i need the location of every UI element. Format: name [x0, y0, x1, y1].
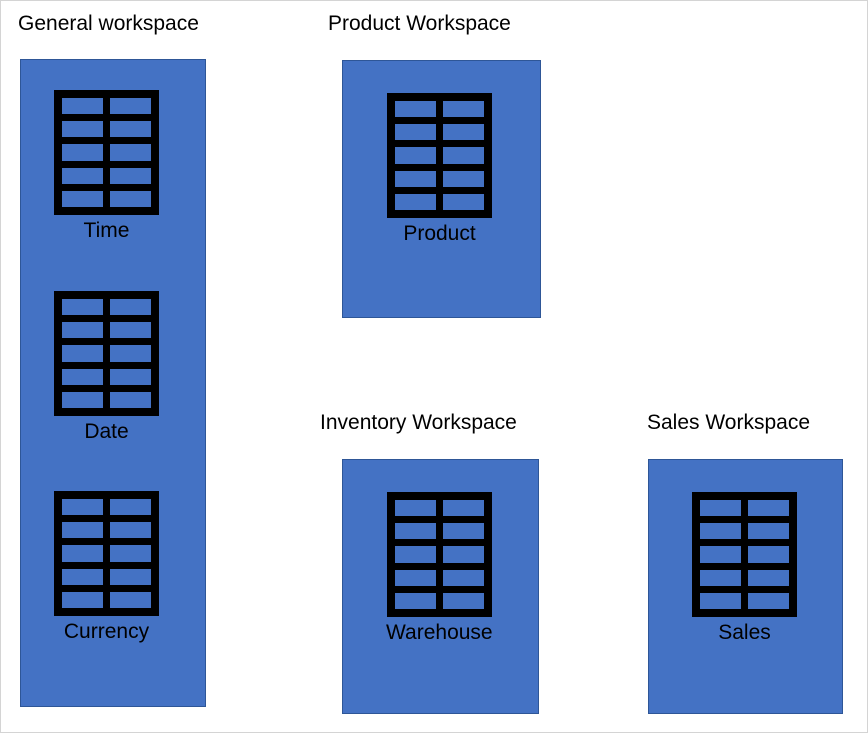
workspace-title-inventory: Inventory Workspace: [320, 411, 517, 434]
entity-label-time: Time: [83, 219, 130, 242]
table-icon: [386, 492, 492, 617]
table-icon: [387, 93, 492, 218]
workspace-title-product: Product Workspace: [328, 12, 511, 35]
workspace-box-product[interactable]: Product: [342, 60, 541, 318]
workspace-box-sales[interactable]: Sales: [648, 459, 843, 714]
table-icon: [54, 291, 159, 416]
table-icon: [54, 90, 159, 215]
workspace-title-general: General workspace: [18, 12, 199, 35]
workspace-box-general[interactable]: Time Date Currency: [20, 59, 206, 707]
entity-label-product: Product: [403, 222, 476, 245]
entity-sales[interactable]: Sales: [692, 492, 797, 646]
table-icon: [54, 491, 159, 616]
entity-warehouse[interactable]: Warehouse: [386, 492, 493, 646]
entity-label-warehouse: Warehouse: [386, 621, 493, 644]
entity-label-sales: Sales: [718, 621, 771, 644]
entity-label-date: Date: [84, 420, 129, 443]
workspace-box-inventory[interactable]: Warehouse: [342, 459, 539, 714]
entity-label-currency: Currency: [63, 620, 150, 643]
entity-date[interactable]: Date: [54, 291, 159, 445]
workspace-title-sales: Sales Workspace: [647, 411, 811, 434]
entity-currency[interactable]: Currency: [54, 491, 159, 645]
entity-product[interactable]: Product: [387, 93, 492, 247]
entity-time[interactable]: Time: [54, 90, 159, 244]
table-icon: [692, 492, 797, 617]
